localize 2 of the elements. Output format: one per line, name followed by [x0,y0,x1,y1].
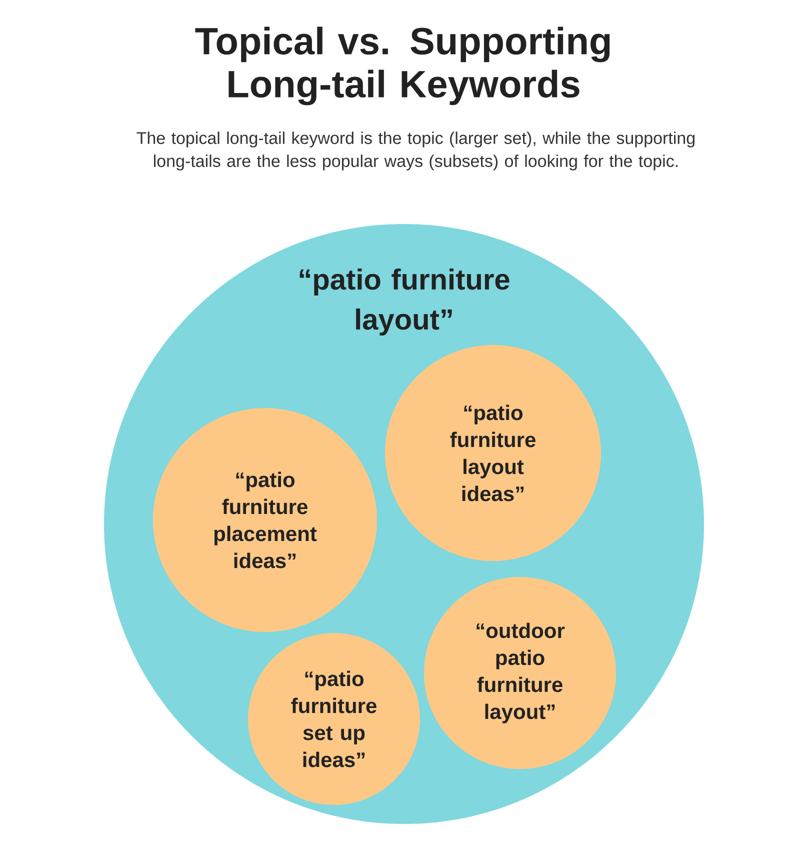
title: Topical vs. Supporting Long-tail Keywords [195,26,610,106]
subtitle: The topical long-tail keyword is the topic (larger set), while the supporting long-tails are the less popular ways (subsets) of looking for the topic. [136,132,694,170]
